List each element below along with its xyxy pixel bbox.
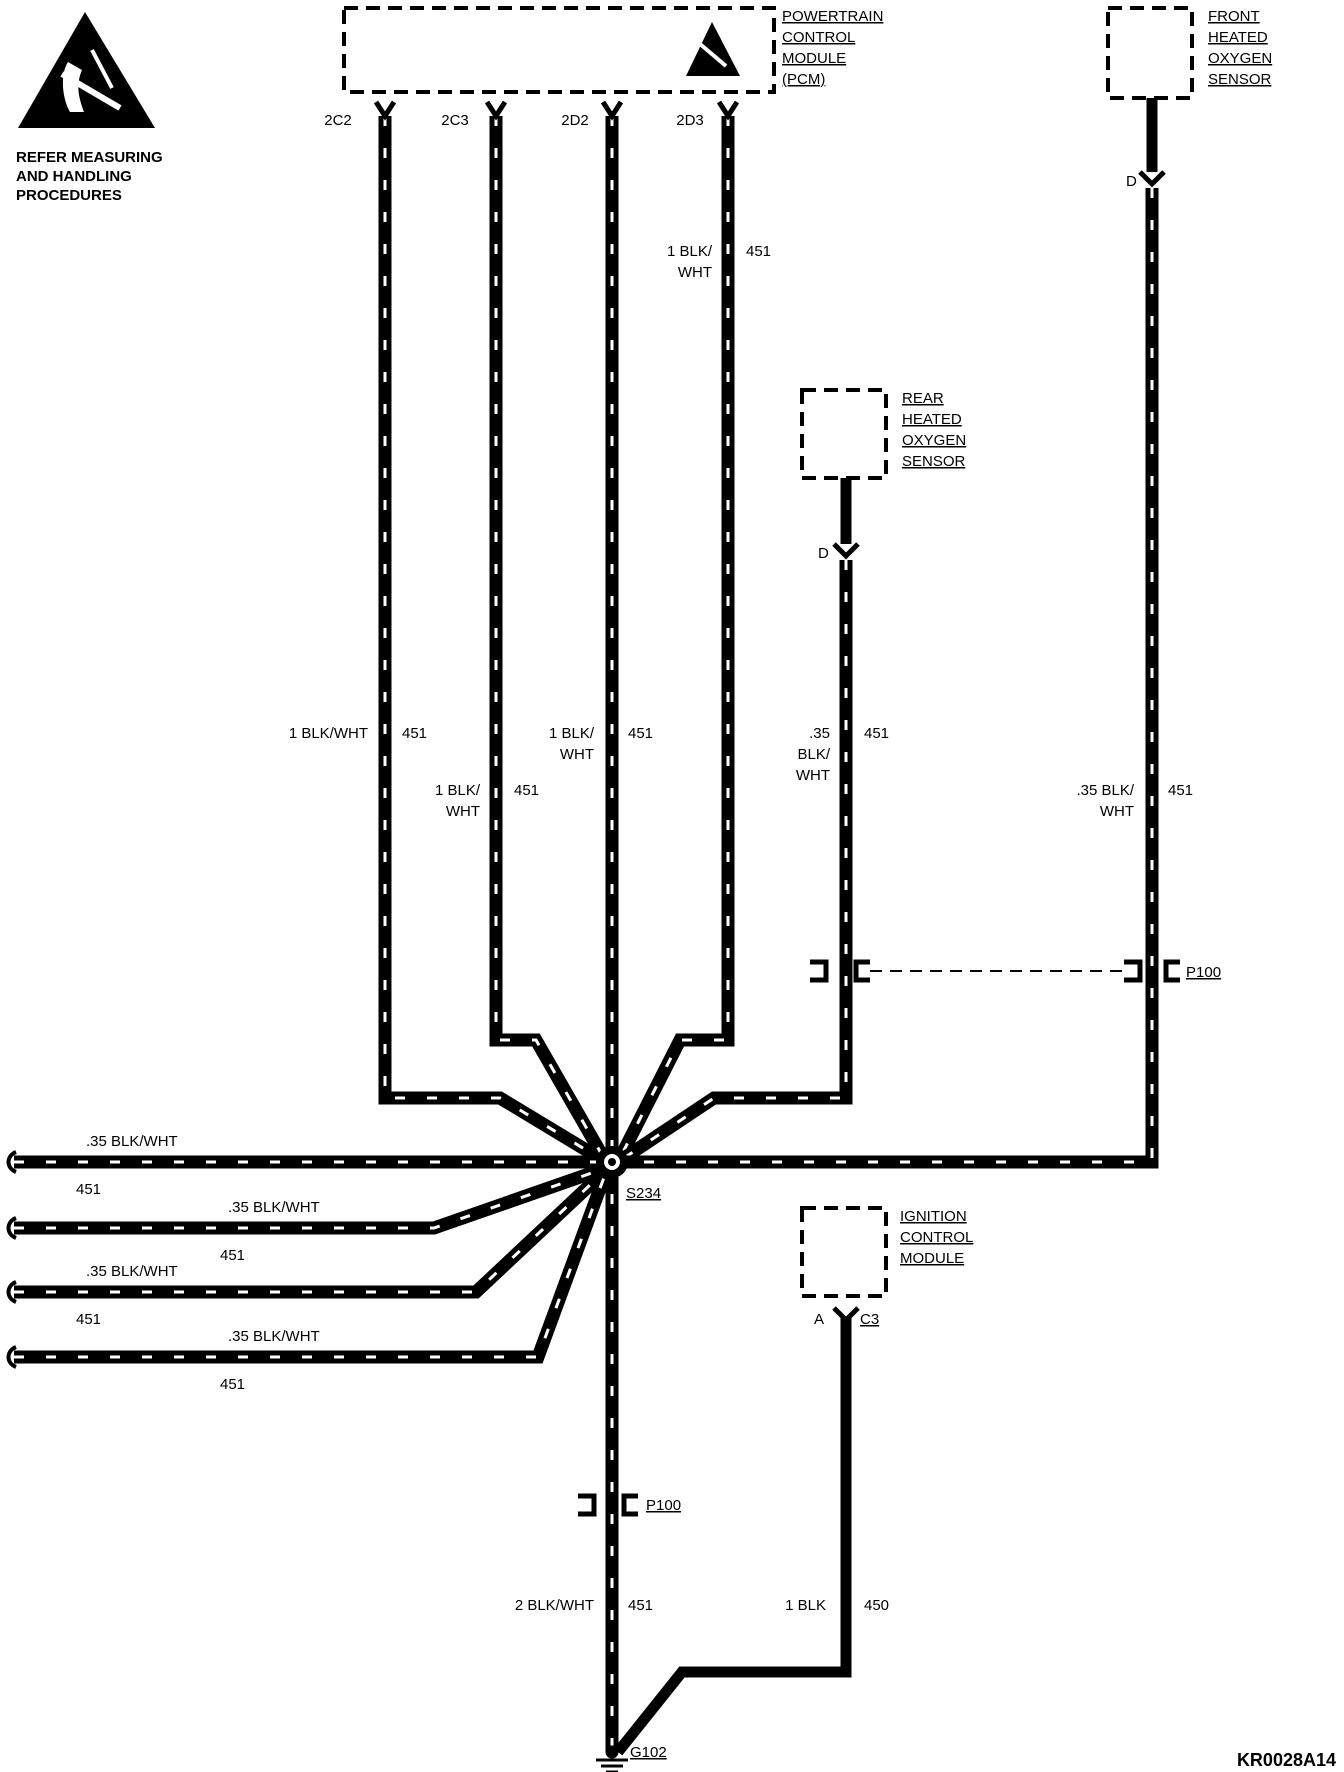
pcm-esd-icon	[686, 22, 740, 76]
wire-2d3-gauge-1: 1 BLK/	[667, 243, 713, 260]
icm-label-2: CONTROL	[900, 1229, 973, 1246]
wire-icm-ground	[613, 1318, 852, 1756]
icm-box	[800, 1206, 888, 1298]
rear-o2-label-1: REAR	[902, 390, 944, 407]
wire-front-circuit: 451	[1168, 782, 1193, 799]
wire-left-3	[14, 1165, 611, 1299]
wire-left2-gauge: .35 BLK/WHT	[228, 1199, 320, 1216]
front-o2-label-1: FRONT	[1208, 8, 1260, 25]
pcm-label-1: POWERTRAIN	[782, 8, 883, 25]
wire-2c2-circuit: 451	[402, 725, 427, 742]
wire-left2-circuit: 451	[220, 1247, 245, 1264]
wire-rear-gauge-3: WHT	[796, 767, 830, 784]
sensor-pin-terminals	[832, 170, 1166, 1324]
pin-front-o2-d: D	[1126, 173, 1137, 190]
wire-2c3-gauge-1: 1 BLK/	[435, 782, 481, 799]
pcm-label-3: MODULE	[782, 50, 846, 67]
front-o2-label-3: OXYGEN	[1208, 50, 1272, 67]
wire-2d2-circuit: 451	[628, 725, 653, 742]
figure-id: KR0028A14	[1237, 1750, 1336, 1770]
wire-2d3-gauge-2: WHT	[678, 264, 712, 281]
rear-o2-label-3: OXYGEN	[902, 432, 966, 449]
wire-left1-gauge: .35 BLK/WHT	[86, 1133, 178, 1150]
wire-left4-circuit: 451	[220, 1376, 245, 1393]
front-o2-label-4: SENSOR	[1208, 71, 1272, 88]
wire-2d3	[612, 116, 735, 1165]
front-o2-box	[1106, 6, 1194, 100]
esd-warning-line-2: AND HANDLING	[16, 168, 132, 185]
rear-o2-box	[800, 388, 888, 480]
esd-warning-line-3: PROCEDURES	[16, 187, 122, 204]
wire-icm-circuit: 450	[864, 1597, 889, 1614]
wire-front-o2	[618, 188, 1159, 1169]
wire-front-gauge-2: WHT	[1100, 803, 1134, 820]
icm-label-3: MODULE	[900, 1250, 964, 1267]
wire-2c2	[378, 116, 610, 1168]
wire-2c3-gauge-2: WHT	[446, 803, 480, 820]
pin-icm-a: A	[814, 1311, 824, 1328]
splice-s234	[596, 1146, 628, 1178]
esd-warning-icon	[18, 12, 155, 128]
wire-2c2-gauge: 1 BLK/WHT	[289, 725, 368, 742]
ground-label: G102	[630, 1744, 667, 1761]
wire-2d2-gauge-2: WHT	[560, 746, 594, 763]
pcm-label-2: CONTROL	[782, 29, 855, 46]
wire-front-gauge-1: .35 BLK/	[1076, 782, 1134, 799]
ground-icon	[596, 1745, 628, 1772]
wire-2d2-gauge-1: 1 BLK/	[549, 725, 595, 742]
p100-lower-label: P100	[646, 1497, 681, 1514]
wire-left-4	[14, 1169, 613, 1364]
wire-left1-circuit: 451	[76, 1181, 101, 1198]
pcm-box	[342, 6, 776, 94]
pcm-label-4: (PCM)	[782, 71, 825, 88]
p100-lower-connector	[578, 1493, 638, 1517]
wire-rear-gauge-1: .35	[809, 725, 830, 742]
pin-2c2: 2C2	[324, 112, 352, 129]
pin-rear-o2-d: D	[818, 545, 829, 562]
wire-left4-gauge: .35 BLK/WHT	[228, 1328, 320, 1345]
wire-2c3	[489, 116, 612, 1166]
front-o2-label-2: HEATED	[1208, 29, 1268, 46]
rear-o2-label-4: SENSOR	[902, 453, 966, 470]
wire-rear-gauge-2: BLK/	[797, 746, 830, 763]
pin-2d3: 2D3	[676, 112, 704, 129]
wire-left3-circuit: 451	[76, 1311, 101, 1328]
wire-left-2	[14, 1161, 609, 1235]
p100-upper-label: P100	[1186, 964, 1221, 981]
rear-o2-label-2: HEATED	[902, 411, 962, 428]
pin-2c3: 2C3	[441, 112, 469, 129]
pcm-pin-terminals	[373, 100, 740, 121]
pin-2d2: 2D2	[561, 112, 589, 129]
left-wire-ends	[6, 1150, 17, 1369]
wire-icm-gauge: 1 BLK	[785, 1597, 826, 1614]
splice-label: S234	[626, 1185, 661, 1202]
wire-2c3-circuit: 451	[514, 782, 539, 799]
icm-label-1: IGNITION	[900, 1208, 967, 1225]
wire-ground-circuit: 451	[628, 1597, 653, 1614]
wire-ground-gauge: 2 BLK/WHT	[515, 1597, 594, 1614]
wire-2d3-circuit: 451	[746, 243, 771, 260]
wire-left3-gauge: .35 BLK/WHT	[86, 1263, 178, 1280]
wire-rear-o2	[614, 560, 853, 1168]
pin-icm-c3: C3	[860, 1311, 879, 1328]
p100-upper-connector	[810, 959, 1180, 983]
wire-rear-circuit: 451	[864, 725, 889, 742]
esd-warning-line-1: REFER MEASURING	[16, 149, 163, 166]
